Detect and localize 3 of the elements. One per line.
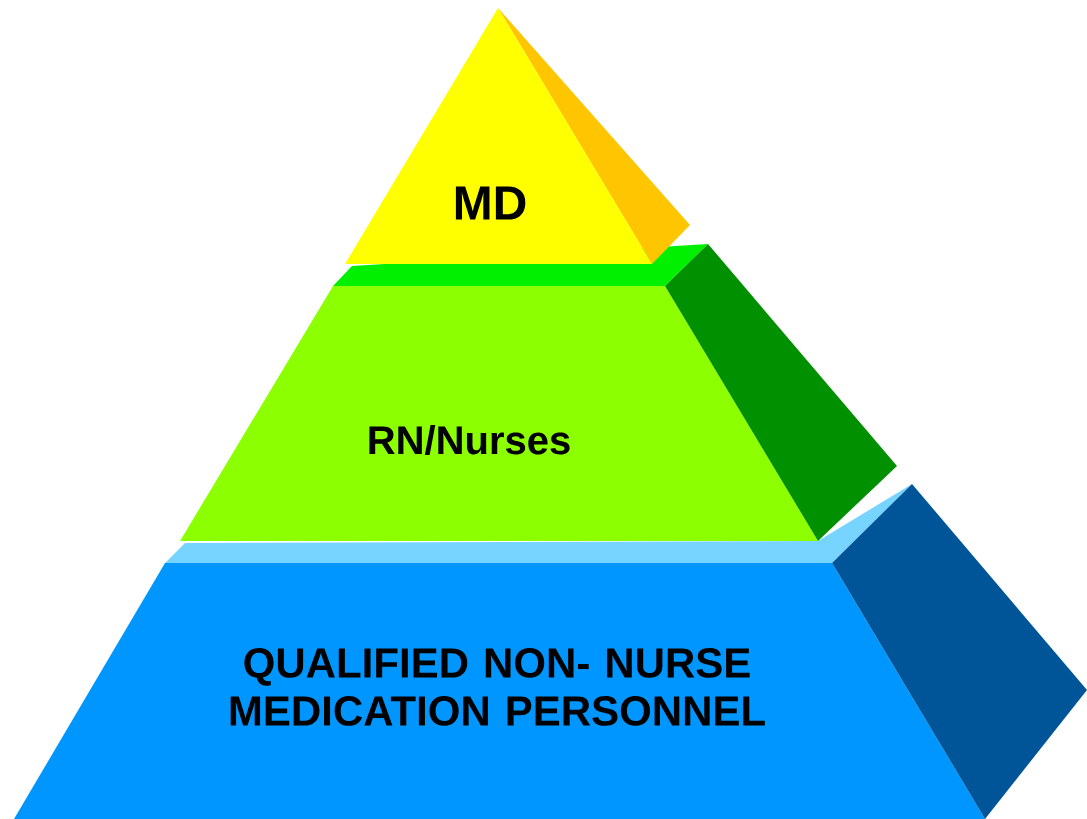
pyramid-level: MD	[345, 8, 690, 264]
pyramid-level: RN/Nurses	[180, 244, 897, 541]
pyramid-level: QUALIFIED NON- NURSE MEDICATION PERSONNEL	[14, 484, 1087, 819]
